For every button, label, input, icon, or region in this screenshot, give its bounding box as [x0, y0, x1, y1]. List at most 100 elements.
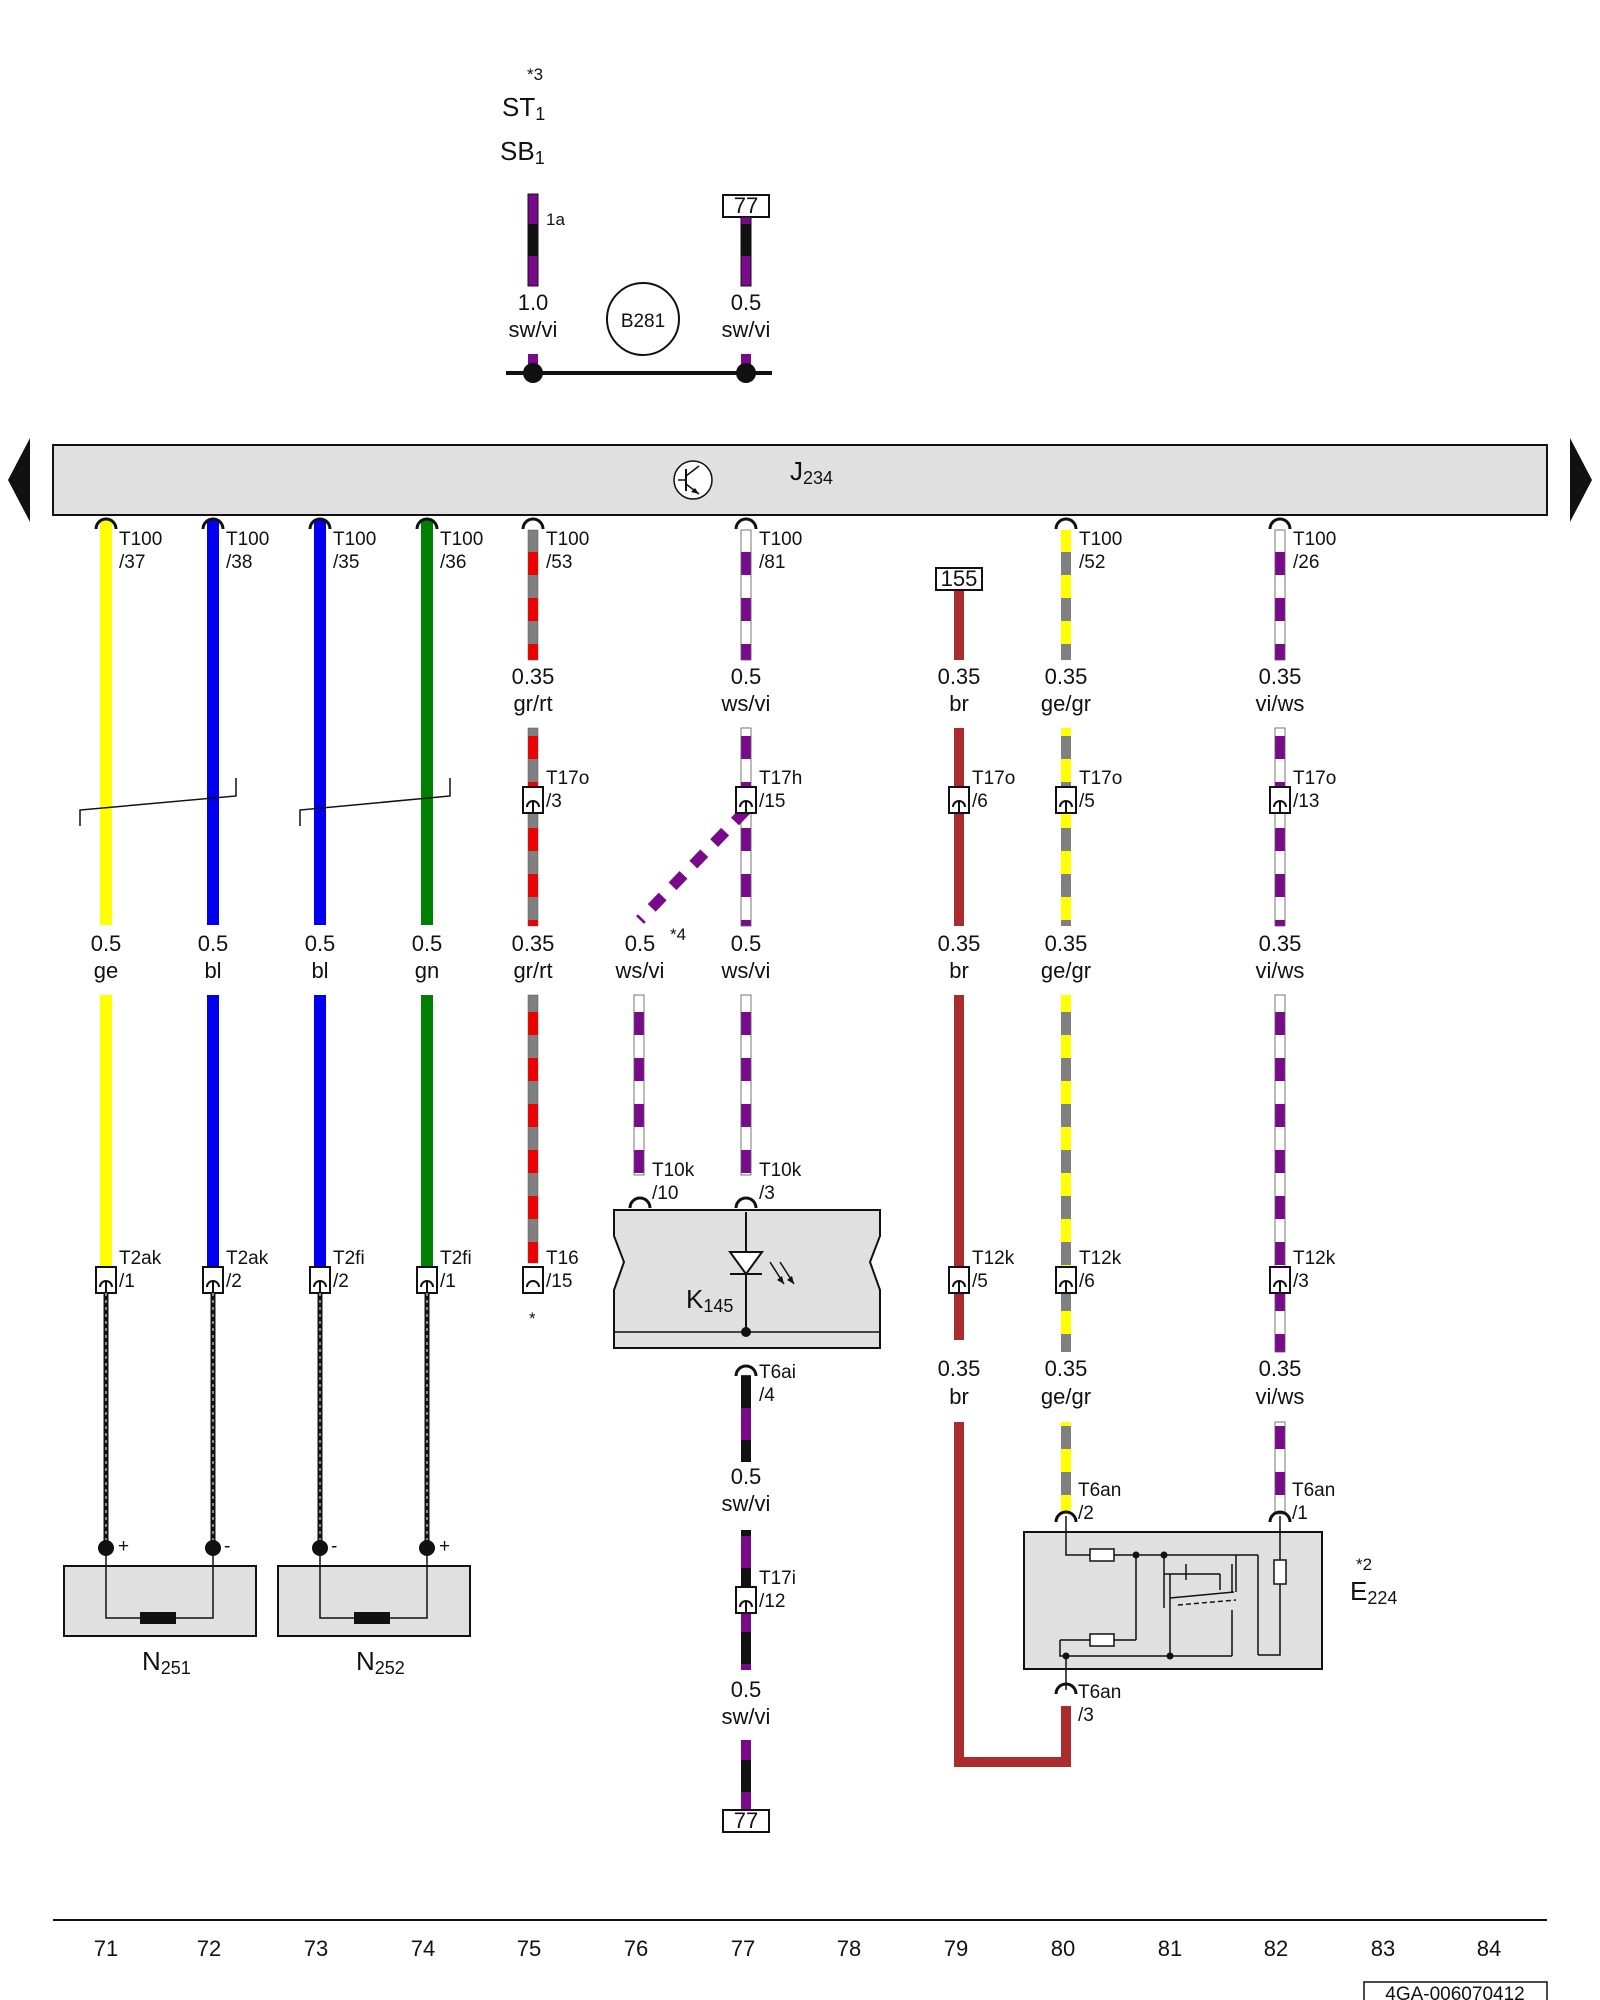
column-number: 79: [944, 1936, 968, 1961]
ref-77-top-label: 77: [734, 193, 758, 218]
svg-text:T17o: T17o: [546, 768, 589, 789]
svg-text:T100: T100: [1079, 529, 1122, 550]
wire-ws-vi: [633, 994, 645, 1176]
svg-text:T2ak: T2ak: [119, 1248, 162, 1269]
svg-text:0.35: 0.35: [512, 931, 555, 956]
wire-ge-gr: [1061, 530, 1071, 660]
svg-text:0.35: 0.35: [938, 931, 981, 956]
connector-t17h: T17h /15: [735, 768, 802, 814]
n252-pin-minus: -: [331, 1536, 337, 1557]
wire-label: 0.5 ws/vi: [721, 664, 771, 716]
e224-component: [1023, 1531, 1323, 1670]
wire-gr-rt: [527, 994, 539, 1264]
fuse-pin-label: 1a: [546, 210, 565, 229]
svg-text:gr/rt: gr/rt: [513, 691, 552, 716]
wire-color-right: sw/vi: [722, 317, 771, 342]
svg-text:T6an: T6an: [1078, 1480, 1121, 1501]
svg-text:/36: /36: [440, 552, 466, 573]
wire-77-top: [740, 216, 752, 287]
connector-t2fi: T2fi /2: [309, 1248, 365, 1294]
column-number: 80: [1051, 1936, 1075, 1961]
column-number: 71: [94, 1936, 118, 1961]
st-label: ST1: [502, 92, 545, 124]
wire-bl: [314, 520, 326, 925]
connector-t12k: T12k /3: [1269, 1248, 1336, 1294]
connector-t10k: T10k /3: [734, 1160, 802, 1209]
connector-t16: T16 /15: [522, 1248, 579, 1294]
n251-pin-minus: -: [224, 1536, 230, 1557]
junction-dot: [736, 363, 756, 383]
svg-text:/53: /53: [546, 552, 572, 573]
column-number: 77: [731, 1936, 755, 1961]
connector-t100: T100 /36: [415, 517, 483, 573]
junction-dot: [523, 363, 543, 383]
junction-dot: [205, 1540, 221, 1556]
svg-text:0.5: 0.5: [731, 1677, 762, 1702]
column-number: 76: [624, 1936, 648, 1961]
svg-text:T17h: T17h: [759, 768, 802, 789]
n251-internal-wire: [105, 1548, 140, 1619]
wire-br-to-e224: [954, 1422, 1071, 1767]
shielded-cable: [103, 1293, 430, 1548]
svg-text:ws/vi: ws/vi: [721, 958, 771, 983]
column-number: 84: [1477, 1936, 1501, 1961]
svg-text:/13: /13: [1293, 791, 1319, 812]
wire-vi-ws: [1274, 994, 1286, 1353]
twisted-pair-marker: [79, 778, 237, 826]
page-left-arrow-icon[interactable]: [8, 438, 30, 522]
wire-gn: [421, 520, 433, 925]
svg-text:T100: T100: [119, 529, 162, 550]
sb-label: SB1: [500, 136, 545, 168]
wire-sw-vi: [741, 1740, 751, 1820]
svg-text:T6ai: T6ai: [759, 1362, 796, 1383]
connector-t17o: T17o /6: [948, 768, 1015, 814]
connector-t12k: T12k /5: [948, 1248, 1015, 1294]
connector-t6an: T6an /3: [1054, 1682, 1121, 1726]
wire-bl: [207, 995, 219, 1270]
svg-text:0.35: 0.35: [1045, 664, 1088, 689]
svg-text:T17o: T17o: [1293, 768, 1336, 789]
svg-text:T17i: T17i: [759, 1568, 796, 1589]
svg-text:/26: /26: [1293, 552, 1319, 573]
wire-label: 0.5ge: [91, 931, 122, 983]
svg-text:/2: /2: [333, 1271, 349, 1292]
control-unit-j234: [52, 444, 1548, 516]
connector-t100: T100 /53: [521, 517, 589, 573]
t16-note: *: [529, 1309, 536, 1328]
n251-coil-icon: [140, 1612, 176, 1624]
connector-t17o: T17o /13: [1269, 768, 1336, 814]
header-note: *3: [527, 65, 543, 84]
n252-pin-plus: +: [439, 1536, 450, 1557]
connector-t100: T100 /37: [94, 517, 162, 573]
wire-size-right: 0.5: [731, 290, 762, 315]
wire-label: 0.5bl: [198, 931, 229, 983]
wire-gr-rt: [527, 529, 539, 661]
ref-box-155: [935, 567, 983, 591]
svg-text:sw/vi: sw/vi: [722, 1491, 771, 1516]
svg-text:/52: /52: [1079, 552, 1105, 573]
led-icon: [728, 1212, 795, 1337]
svg-text:ge/gr: ge/gr: [1041, 691, 1091, 716]
wire-label: 0.35 gr/rt: [512, 664, 555, 716]
svg-text:T17o: T17o: [972, 768, 1015, 789]
wire-bl: [207, 520, 219, 925]
connector-t100: T100 /38: [201, 517, 269, 573]
ref-155-label: 155: [941, 566, 978, 591]
column-number: 82: [1264, 1936, 1288, 1961]
svg-text:0.35: 0.35: [1045, 1356, 1088, 1381]
wire-ws-vi-branch: [636, 806, 750, 924]
wire-label: 0.35 ge/gr: [1041, 664, 1091, 716]
wire-br: [954, 995, 964, 1340]
svg-text:T10k: T10k: [759, 1160, 802, 1181]
svg-text:T2fi: T2fi: [440, 1248, 472, 1269]
svg-text:0.35: 0.35: [1259, 664, 1302, 689]
n252-component: [277, 1565, 471, 1637]
page-right-arrow-icon[interactable]: [1570, 438, 1592, 522]
doc-code: 4GA-006070412: [1385, 1984, 1524, 2000]
svg-text:br: br: [949, 691, 969, 716]
svg-text:/15: /15: [546, 1271, 572, 1292]
